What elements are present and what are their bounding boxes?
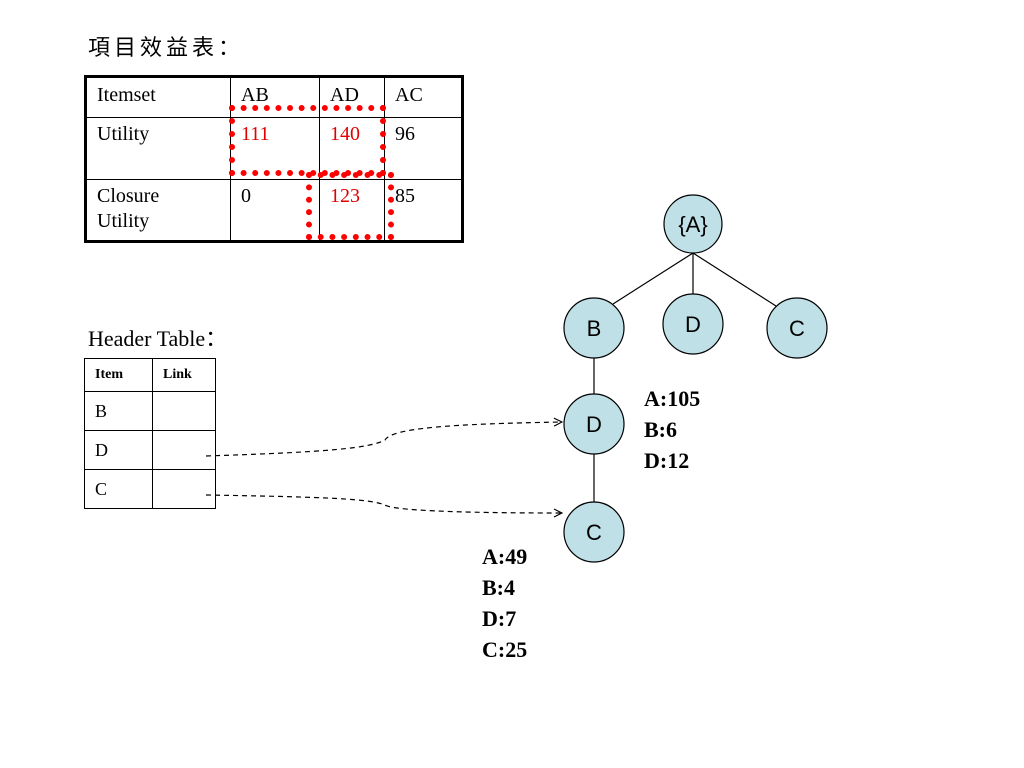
node-label: {A} [678, 212, 707, 237]
utility-table: Itemset AB AD AC Utility 111 140 96 Clos… [84, 75, 464, 243]
node-label: D [586, 412, 602, 437]
count-block-d: A:105 B:6 D:12 [644, 386, 700, 473]
header-table: Item Link B D C [84, 358, 216, 509]
tree-node-d-top: D [662, 293, 724, 355]
table-header-cell: Link [152, 358, 216, 392]
table-row: D [84, 430, 216, 470]
link-cell [152, 469, 216, 509]
count-block-c: A:49 B:4 D:7 C:25 [482, 544, 527, 662]
count-label: D:12 [644, 448, 689, 473]
table-cell: 85 [384, 179, 463, 242]
table-row: B [84, 391, 216, 431]
tree-edge [612, 252, 694, 305]
tree-node-c-top: C [766, 297, 828, 359]
header-table-title: Header Table： [88, 326, 228, 351]
tree-edge [692, 252, 777, 307]
table-cell: AD [319, 76, 385, 118]
link-cell [152, 391, 216, 431]
table-cell-highlighted: 123 [319, 179, 385, 242]
tree-node-root: {A} [663, 194, 723, 254]
link-cell [152, 430, 216, 470]
node-label: B [587, 316, 602, 341]
count-label: B:6 [644, 417, 677, 442]
node-label: C [586, 520, 602, 545]
tree-node-d-mid: D [563, 393, 625, 455]
tree-node-c-bottom: C [563, 501, 625, 563]
count-label: C:25 [482, 637, 527, 662]
table-cell-highlighted: 111 [230, 117, 320, 180]
table-row: Closure Utility 0 123 85 [85, 179, 463, 242]
table-cell: C [84, 469, 153, 509]
table-cell: D [84, 430, 153, 470]
count-label: D:7 [482, 606, 516, 631]
utility-table-title: 項目效益表： [88, 36, 245, 61]
table-cell: Closure Utility [85, 179, 231, 242]
node-link-arrow-c [205, 494, 562, 513]
table-cell: AC [384, 76, 463, 118]
table-row: Utility 111 140 96 [85, 117, 463, 180]
node-label: C [789, 316, 805, 341]
count-label: A:49 [482, 544, 527, 569]
count-label: B:4 [482, 575, 515, 600]
node-label: D [685, 312, 701, 337]
count-label: A:105 [644, 386, 700, 411]
table-row: Item Link [84, 358, 216, 392]
tree-node-b: B [563, 297, 625, 359]
node-link-arrow-d [205, 422, 562, 457]
table-row: C [84, 469, 216, 509]
